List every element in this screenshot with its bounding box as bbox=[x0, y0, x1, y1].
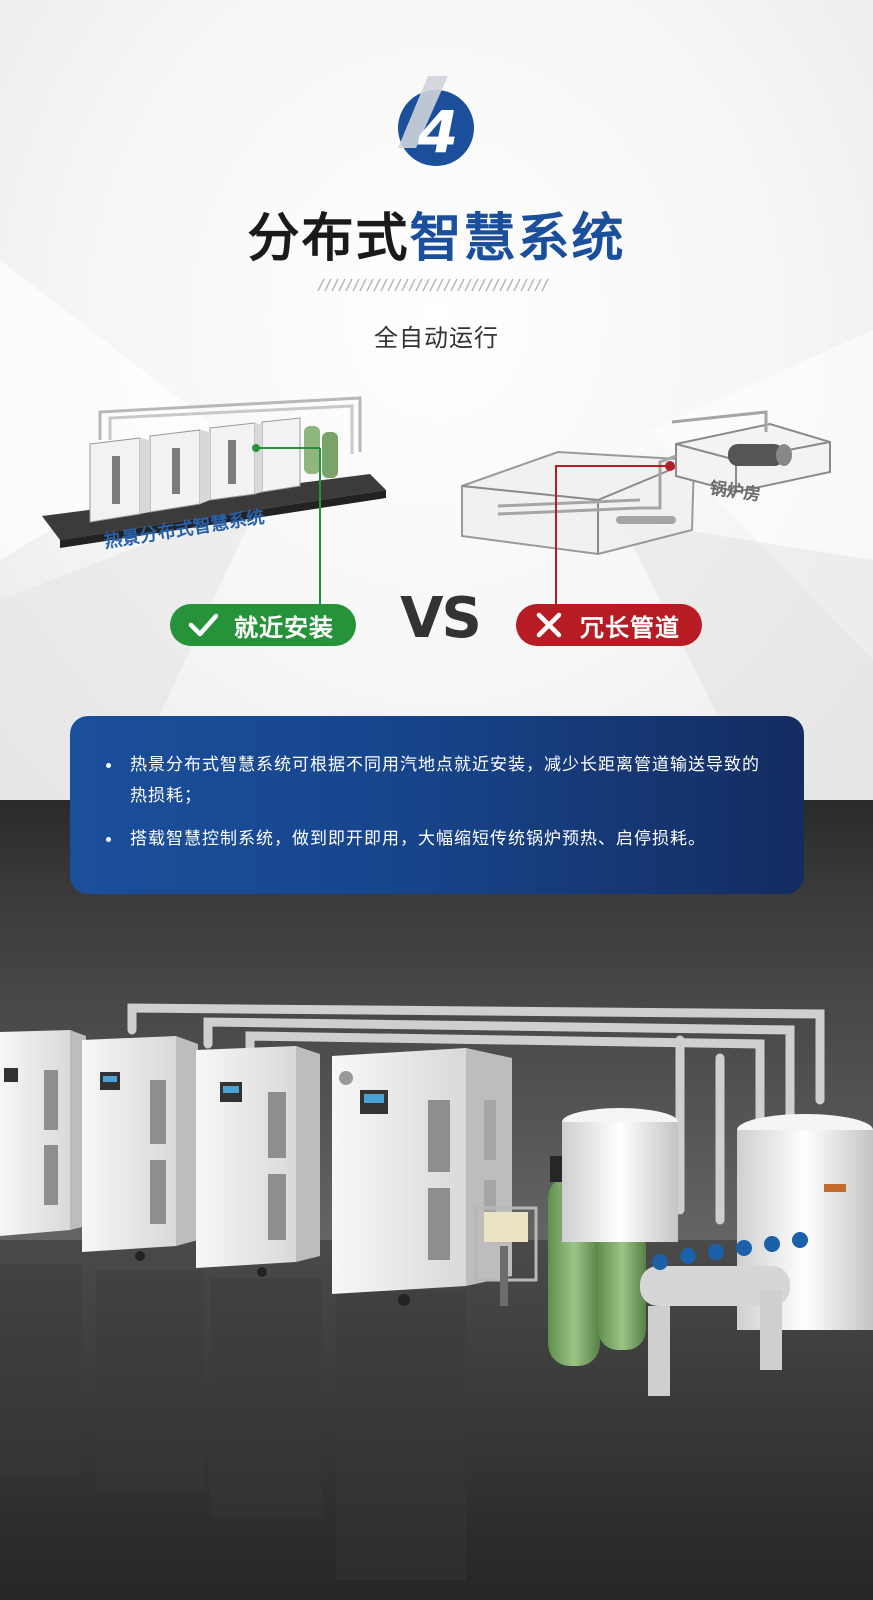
equipment-scene bbox=[0, 800, 873, 1600]
badge-number: 4 bbox=[417, 98, 458, 166]
page-title: 分布式智慧系统 bbox=[0, 196, 873, 271]
vs-label: VS bbox=[400, 586, 482, 651]
info-box: 热景分布式智慧系统可根据不同用汽地点就近安装，减少长距离管道输送导致的热损耗； … bbox=[70, 716, 804, 894]
info-point-1: 热景分布式智慧系统可根据不同用汽地点就近安装，减少长距离管道输送导致的热损耗； bbox=[104, 750, 770, 812]
distributed-units-illustration bbox=[42, 396, 386, 604]
nearby-install-badge: 就近安装 bbox=[170, 604, 356, 646]
section-number-badge: 4 bbox=[398, 76, 474, 166]
light-rays-decoration bbox=[0, 0, 873, 800]
comparison-illustration bbox=[42, 396, 831, 604]
check-icon bbox=[188, 613, 218, 637]
good-label: 就近安装 bbox=[234, 613, 334, 642]
equipment-illustration bbox=[0, 1003, 873, 1600]
info-point-2: 搭载智慧控制系统，做到即开即用，大幅缩短传统锅炉预热、启停损耗。 bbox=[104, 824, 770, 855]
boiler-cap bbox=[776, 444, 792, 466]
bad-label: 冗长管道 bbox=[580, 613, 680, 642]
title-accent: 智慧系统 bbox=[409, 209, 626, 269]
title-plain: 分布式 bbox=[247, 209, 410, 269]
long-pipeline-badge: 冗长管道 bbox=[516, 604, 702, 646]
long-pipe-indicator bbox=[555, 465, 670, 604]
comparison-panel: 热景分布式智慧系统 锅炉房 就近安装 VS 冗长管道 bbox=[0, 390, 873, 690]
boiler-room-illustration bbox=[461, 410, 831, 556]
info-list: 热景分布式智慧系统可根据不同用汽地点就近安装，减少长距离管道输送导致的热损耗； … bbox=[104, 750, 770, 855]
top-section: 4 分布式智慧系统 全自动运行 bbox=[0, 0, 873, 800]
boiler-cylinder bbox=[728, 444, 784, 466]
cross-icon bbox=[536, 612, 562, 638]
steam-manifold bbox=[640, 1232, 808, 1396]
subtitle: 全自动运行 bbox=[374, 324, 499, 352]
hatched-divider bbox=[317, 278, 549, 292]
